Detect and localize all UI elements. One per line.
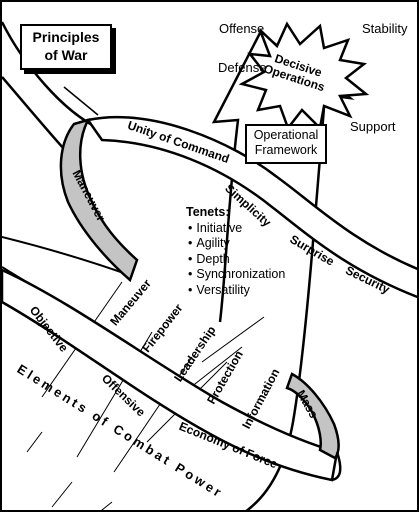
offense-label: Offense xyxy=(219,21,265,36)
framework-box-line1: Operational xyxy=(253,128,319,142)
tenets-list: Tenets: Initiative Agility Depth Synchro… xyxy=(186,205,285,298)
principles-ribbon-upper xyxy=(85,115,417,299)
principles-of-war-box: Principles of War xyxy=(20,24,112,70)
stability-label: Stability xyxy=(362,21,408,36)
tenet-item: Agility xyxy=(186,236,285,252)
defense-label: Defense xyxy=(218,60,267,75)
decisive-operations-burst xyxy=(238,21,370,131)
support-label: Support xyxy=(350,119,396,134)
tenet-item: Depth xyxy=(186,252,285,268)
tenet-item: Versatility xyxy=(186,283,285,299)
ribbon-maneuver-band xyxy=(59,118,139,283)
principles-box-line2: of War xyxy=(44,47,88,63)
tenet-item: Synchronization xyxy=(186,267,285,283)
principles-box-line1: Principles xyxy=(32,29,100,45)
tenets-heading: Tenets: xyxy=(186,205,230,219)
principles-ribbon-lower xyxy=(2,268,339,482)
operational-framework-box: Operational Framework xyxy=(245,124,327,164)
framework-box-line2: Framework xyxy=(254,143,318,157)
tenet-item: Initiative xyxy=(186,221,285,237)
ribbon-mass-band xyxy=(285,372,340,460)
